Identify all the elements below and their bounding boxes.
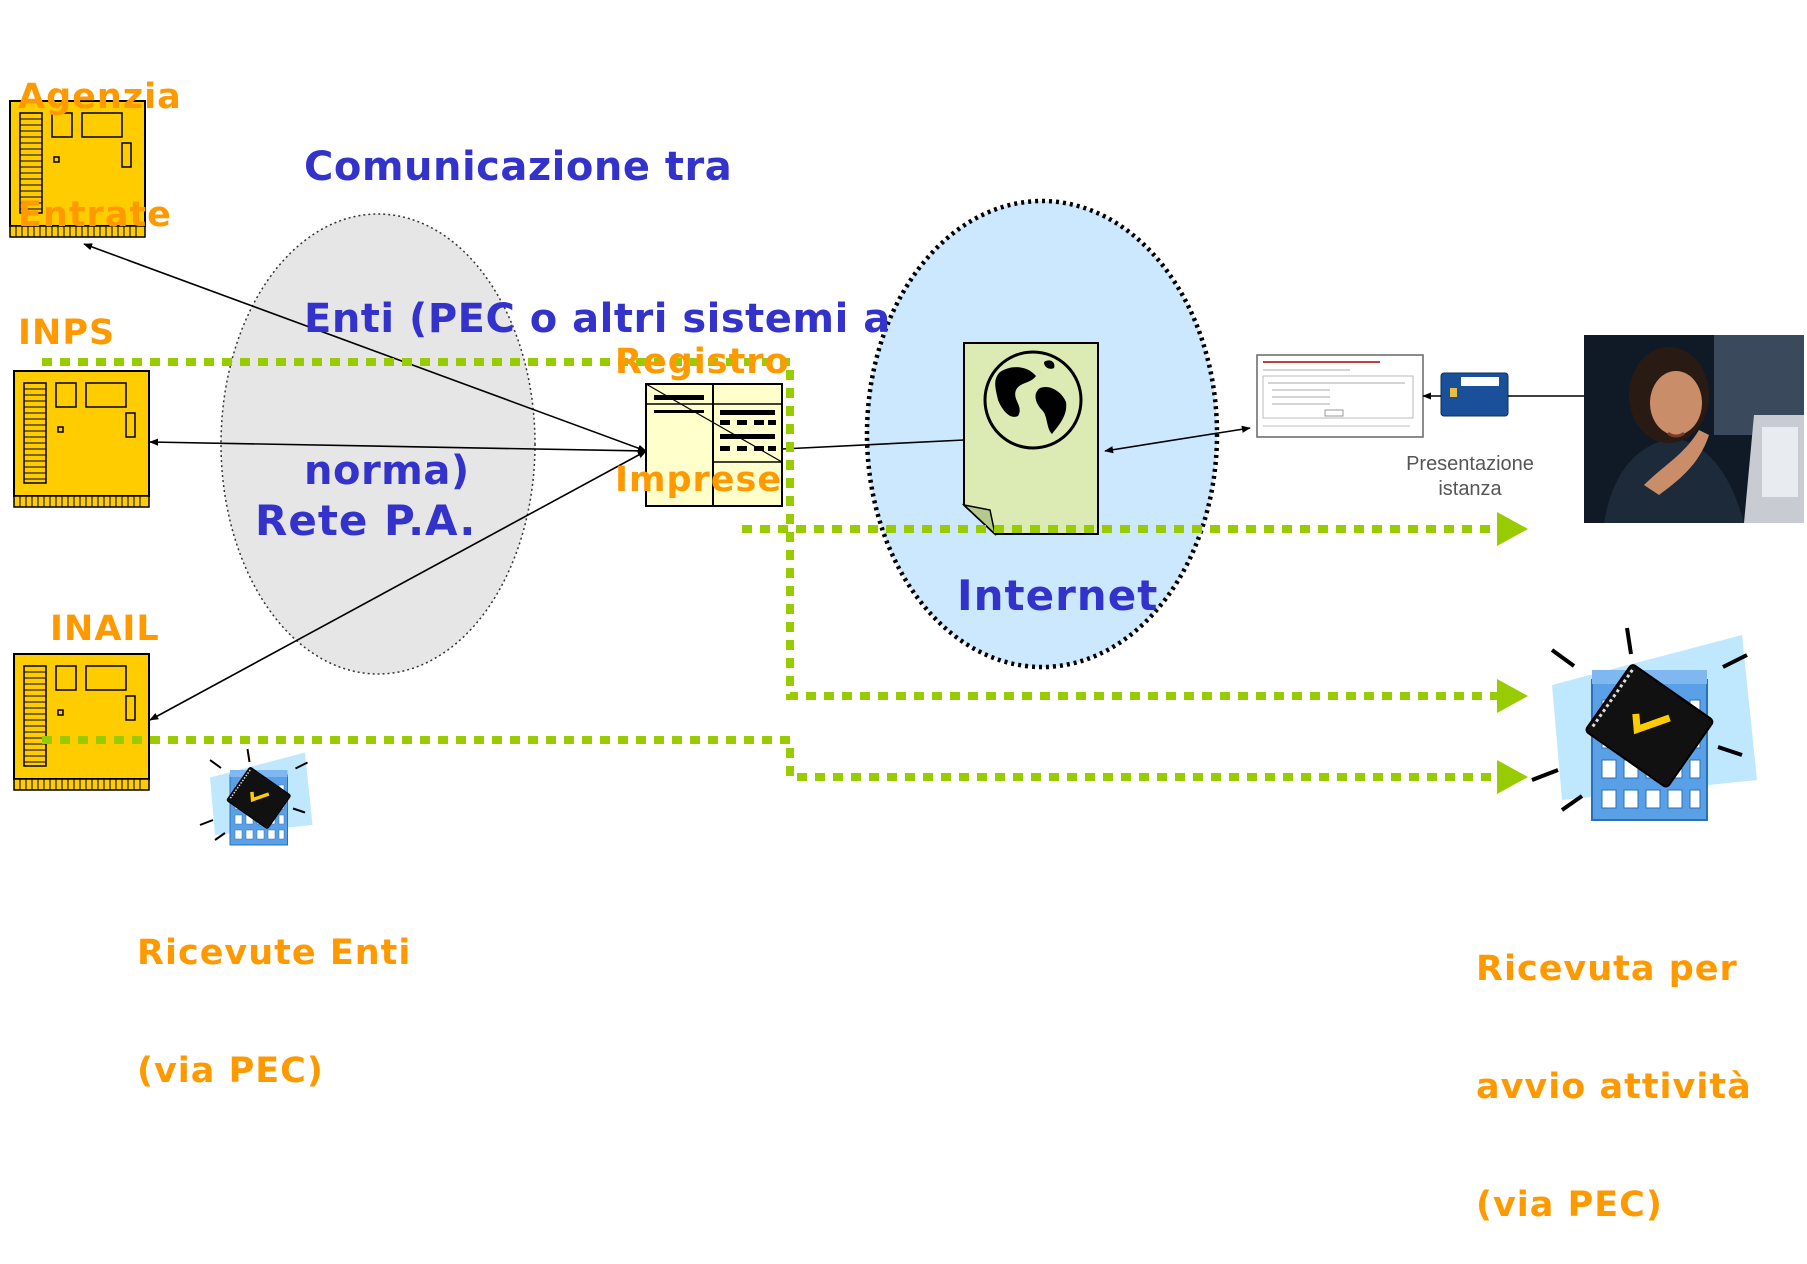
ricevute-enti-label: Ricevute Enti (via PEC) xyxy=(137,856,411,1130)
connection-arrows xyxy=(83,243,1251,721)
inps-server-icon xyxy=(13,370,150,508)
ricevuta-avvio-label: Ricevuta per avvio attività (via PEC) xyxy=(1476,872,1752,1264)
registro-line-1: Registro xyxy=(615,342,790,383)
inail-server-icon xyxy=(13,653,150,791)
ricevute-enti-line-1: Ricevute Enti xyxy=(137,933,412,974)
registro-imprese-label: Registro Imprese xyxy=(615,265,790,539)
ricevuta-avvio-line-1: Ricevuta per xyxy=(1476,949,1738,990)
rete-pa-label: Rete P.A. xyxy=(255,496,477,545)
ricevute-enti-receipt-icon xyxy=(198,747,315,847)
pec-arrowheads xyxy=(1497,512,1528,794)
ricevuta-avvio-line-3: (via PEC) xyxy=(1476,1184,1663,1225)
title-line-3: norma) xyxy=(304,448,470,495)
diagram-canvas xyxy=(9,100,1807,847)
pec-flows xyxy=(42,358,1502,781)
diagram-title: Comunicazione tra Enti (PEC o altri sist… xyxy=(304,40,891,548)
globe-document-icon xyxy=(961,342,1099,537)
ricevute-enti-line-2: (via PEC) xyxy=(137,1050,324,1091)
agenzia-line-2: Entrate xyxy=(18,194,172,235)
smartcard-icon xyxy=(1422,372,1585,417)
web-form-icon xyxy=(1256,354,1424,438)
registry-document-icon xyxy=(645,383,783,507)
agenzia-entrate-label: Agenzia Entrate xyxy=(18,0,182,274)
ricevuta-avvio-line-2: avvio attività xyxy=(1476,1066,1752,1107)
presentazione-line-2: istanza xyxy=(1438,478,1502,500)
title-line-1: Comunicazione tra xyxy=(304,143,733,190)
internet-label: Internet xyxy=(957,571,1159,620)
presentazione-line-1: Presentazione xyxy=(1406,453,1534,475)
ricevuta-avvio-receipt-icon xyxy=(1532,628,1757,820)
inail-label: INAIL xyxy=(50,609,160,649)
user-photo xyxy=(1584,335,1804,523)
inps-label: INPS xyxy=(18,313,116,353)
presentazione-istanza-label: Presentazione istanza xyxy=(1380,452,1560,502)
registro-line-2: Imprese xyxy=(615,459,783,500)
agenzia-line-1: Agenzia xyxy=(18,77,182,118)
title-line-2: Enti (PEC o altri sistemi a xyxy=(304,295,891,342)
